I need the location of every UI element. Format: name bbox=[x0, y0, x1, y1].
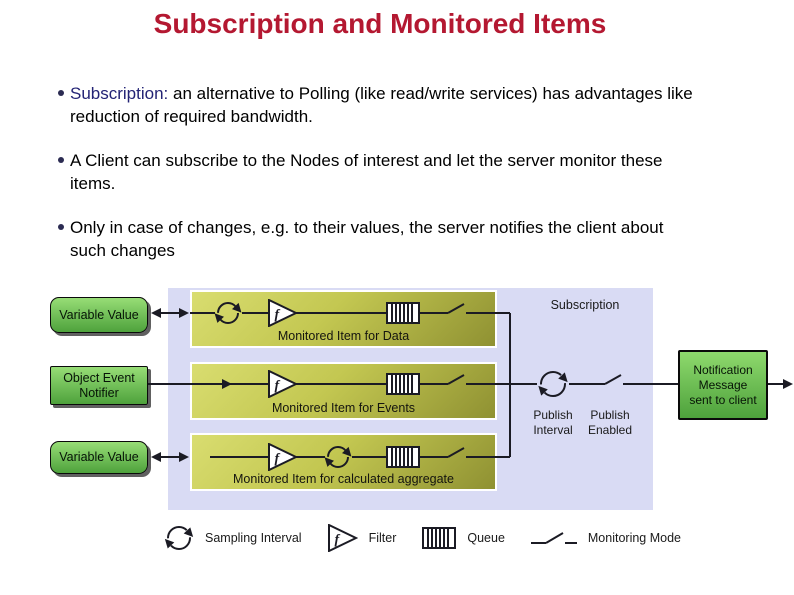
bullet-text: Only in case of changes, e.g. to their v… bbox=[70, 216, 700, 262]
svg-text:f: f bbox=[275, 379, 281, 394]
sampling-interval-icon bbox=[164, 526, 194, 550]
subscription-area-label: Subscription bbox=[550, 298, 620, 312]
filter-icon: f bbox=[327, 524, 358, 552]
monitored-item-data-label: Monitored Item for Data bbox=[277, 329, 410, 343]
monitoring-mode-icon bbox=[437, 303, 469, 314]
legend-item-filter: f Filter bbox=[327, 524, 396, 552]
filter-icon: f bbox=[268, 299, 298, 327]
queue-icon bbox=[386, 373, 420, 395]
subscription-diagram: Subscription Monitored Item for Data Mon… bbox=[0, 280, 794, 595]
notification-line3: sent to client bbox=[689, 392, 757, 407]
variable-value-label: Variable Value bbox=[59, 450, 139, 464]
bullet-item: A Client can subscribe to the Nodes of i… bbox=[56, 149, 706, 195]
sampling-interval-icon bbox=[214, 302, 242, 324]
object-event-notifier-node: Object Event Notifier bbox=[50, 366, 148, 405]
bullet-body: Only in case of changes, e.g. to their v… bbox=[70, 218, 664, 260]
variable-value-label: Variable Value bbox=[59, 307, 139, 322]
queue-icon bbox=[422, 527, 457, 549]
notification-line2: Message bbox=[698, 377, 748, 392]
bullet-text: Subscription: an alternative to Polling … bbox=[70, 82, 700, 128]
svg-text:f: f bbox=[275, 452, 281, 467]
notification-line1: Notification bbox=[693, 362, 753, 377]
bullet-list: Subscription: an alternative to Polling … bbox=[56, 82, 706, 283]
legend-item-queue: Queue bbox=[422, 527, 505, 549]
notification-message-box: Notification Message sent to client bbox=[678, 350, 768, 420]
monitoring-mode-icon bbox=[530, 532, 577, 544]
sampling-interval-icon bbox=[324, 446, 352, 468]
legend-item-sampling-interval: Sampling Interval bbox=[164, 523, 302, 553]
queue-icon bbox=[386, 446, 420, 468]
legend: Sampling Interval f Filter Queue bbox=[164, 522, 707, 554]
svg-text:f: f bbox=[334, 533, 340, 548]
monitoring-mode-icon bbox=[437, 447, 469, 458]
variable-value-node-2: Variable Value bbox=[50, 441, 148, 474]
bullet-marker bbox=[58, 90, 64, 96]
bullet-text: A Client can subscribe to the Nodes of i… bbox=[70, 149, 700, 195]
publish-interval-icon bbox=[538, 371, 568, 397]
bullet-body: an alternative to Polling (like read/wri… bbox=[70, 84, 693, 126]
variable-value-node-1: Variable Value bbox=[50, 297, 148, 333]
bullet-item: Subscription: an alternative to Polling … bbox=[56, 82, 706, 128]
monitoring-mode-icon bbox=[437, 374, 469, 385]
legend-item-monitoring-mode: Monitoring Mode bbox=[530, 529, 681, 547]
bullet-marker bbox=[58, 157, 64, 163]
bullet-keyword: Subscription: bbox=[70, 84, 169, 103]
page-title: Subscription and Monitored Items bbox=[153, 8, 607, 39]
object-event-label-line2: Notifier bbox=[79, 385, 119, 400]
filter-icon: f bbox=[268, 370, 298, 398]
bullet-body: A Client can subscribe to the Nodes of i… bbox=[70, 151, 663, 193]
queue-icon bbox=[386, 302, 420, 324]
publish-interval-label: Publish Interval bbox=[533, 408, 573, 437]
publish-enabled-label: Publish Enabled bbox=[587, 408, 633, 437]
publish-enabled-switch-icon bbox=[594, 374, 626, 385]
monitored-item-events-label: Monitored Item for Events bbox=[271, 401, 416, 415]
object-event-label-line1: Object Event bbox=[63, 370, 135, 385]
bullet-marker bbox=[58, 224, 64, 230]
monitored-item-aggregate-label: Monitored Item for calculated aggregate bbox=[233, 472, 454, 486]
filter-icon: f bbox=[268, 443, 298, 471]
svg-text:f: f bbox=[275, 308, 281, 323]
bullet-item: Only in case of changes, e.g. to their v… bbox=[56, 216, 706, 262]
